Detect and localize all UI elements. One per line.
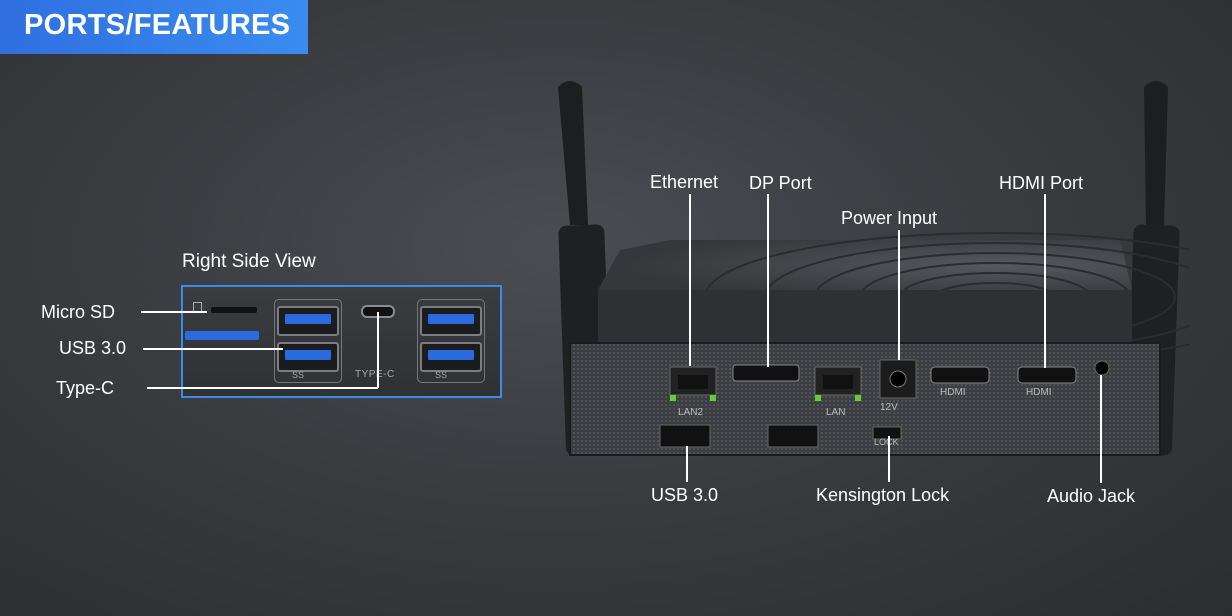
leader-line <box>143 348 283 350</box>
ss-engraving: SS <box>435 370 448 380</box>
sd-card-icon <box>193 302 202 313</box>
usb-port <box>420 342 482 372</box>
usb-group-left: SS <box>274 299 342 383</box>
usb-port <box>420 306 482 336</box>
leader-line <box>141 311 207 313</box>
accent-stripe <box>185 331 259 340</box>
page-title: PORTS/FEATURES <box>24 9 291 41</box>
leader-line <box>1044 194 1046 368</box>
header-banner: PORTS/FEATURES <box>0 0 308 54</box>
leader-line <box>147 387 378 389</box>
leader-line <box>1100 375 1102 483</box>
label-micro-sd: Micro SD <box>41 302 116 322</box>
label-side-usb: USB 3.0 <box>59 338 127 358</box>
lock-engraving: LOCK <box>874 437 899 447</box>
leader-line <box>689 194 691 366</box>
usb-group-right: SS <box>417 299 485 383</box>
label-ethernet: Ethernet <box>650 172 719 192</box>
lan2-engraving: LAN2 <box>678 407 704 418</box>
usb-port <box>277 342 339 372</box>
usb-port <box>277 306 339 336</box>
type-c-engraving: TYPE-C <box>355 369 395 380</box>
side-view-panel: SS TYPE-C SS <box>181 285 502 398</box>
label-hdmi-port: HDMI Port <box>999 173 1084 193</box>
antenna-right <box>1144 81 1168 225</box>
lan-engraving: LAN <box>826 407 846 418</box>
leader-line <box>898 230 900 360</box>
label-audio-jack: Audio Jack <box>1047 486 1136 506</box>
micro-sd-slot <box>211 307 257 313</box>
side-view-title: Right Side View <box>182 251 316 272</box>
label-dp-port: DP Port <box>749 173 812 193</box>
hdmi-engraving: HDMI <box>940 387 966 398</box>
label-rear-usb: USB 3.0 <box>651 485 719 505</box>
label-kensington-lock: Kensington Lock <box>816 485 950 505</box>
leader-line <box>377 312 379 388</box>
rear-device-illustration <box>558 81 1190 456</box>
hdmi-engraving: HDMI <box>1026 387 1052 398</box>
leader-line <box>686 446 688 482</box>
ss-engraving: SS <box>292 370 305 380</box>
antenna-left <box>558 81 588 225</box>
12v-engraving: 12V <box>880 402 898 413</box>
label-power-input: Power Input <box>841 208 938 228</box>
label-type-c: Type-C <box>56 378 115 398</box>
leader-line <box>888 436 890 482</box>
leader-line <box>767 194 769 367</box>
